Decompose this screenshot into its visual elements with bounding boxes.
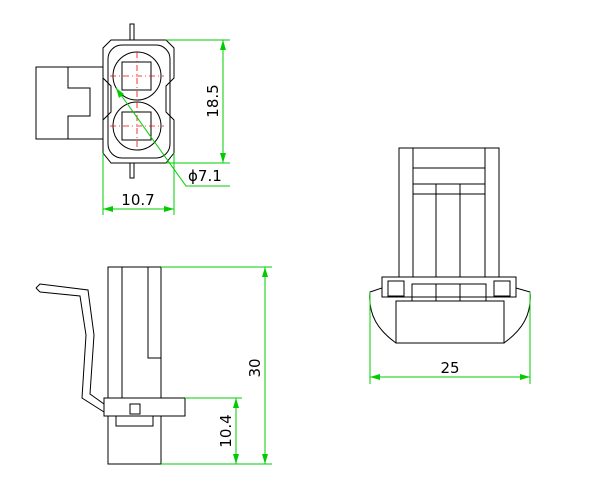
side-view: 30 10.4 xyxy=(35,266,272,465)
dim-18-5-arrow-bottom xyxy=(220,153,226,163)
dim-25-arrow-right xyxy=(520,374,530,380)
side-view-body xyxy=(107,266,162,399)
dim-top-height-label: 18.5 xyxy=(204,84,222,117)
dim-18-5-arrow-top xyxy=(220,40,226,50)
dim-front-width-label: 25 xyxy=(440,359,459,377)
dim-30-arrow-bottom xyxy=(262,454,268,464)
top-view: 18.5 10.7 ϕ7.1 xyxy=(35,23,230,215)
dim-side-lower-label: 10.4 xyxy=(217,414,235,447)
dim-diameter-arrow xyxy=(116,88,124,98)
side-view-body-step xyxy=(147,267,161,359)
side-view-latch-arm-inner xyxy=(39,291,105,413)
dim-10-7-arrow-left xyxy=(103,206,113,212)
top-view-housing xyxy=(102,39,175,164)
dim-30-arrow-top xyxy=(262,267,268,277)
top-view-pocket xyxy=(107,44,171,159)
dim-side-height-label: 30 xyxy=(246,358,264,377)
front-view-flange-lug-right xyxy=(493,280,511,297)
side-view-latch-arm-outer xyxy=(35,283,105,405)
front-view-flange xyxy=(381,276,517,298)
side-view-plug xyxy=(107,415,162,465)
side-view-plug-ridge xyxy=(115,416,154,427)
front-view-plug xyxy=(395,300,505,344)
front-view-upper-housing xyxy=(398,147,500,278)
side-view-flange-slot xyxy=(129,403,141,415)
dim-10-4-arrow-bottom xyxy=(233,454,239,464)
dim-10-7-arrow-right xyxy=(164,206,174,212)
dim-top-width-label: 10.7 xyxy=(121,191,154,209)
top-view-wire-block xyxy=(35,66,104,140)
top-view-latch-top xyxy=(129,23,135,41)
front-view-latch-bar xyxy=(412,167,486,185)
top-view-latch-bottom xyxy=(129,162,135,179)
side-view-latch-tip xyxy=(35,287,41,293)
top-view-wire-notch xyxy=(67,67,91,139)
dim-hole-diameter-label: ϕ7.1 xyxy=(188,167,222,185)
front-view-flange-window xyxy=(411,283,487,302)
dim-10-4-arrow-top xyxy=(233,398,239,408)
front-view-latch-bar-lower xyxy=(412,183,486,195)
dim-diameter-leader xyxy=(115,87,230,187)
side-view-flange xyxy=(103,397,186,417)
front-view-flange-lug-left xyxy=(387,280,405,297)
front-view: 25 xyxy=(369,147,531,384)
dim-25-arrow-left xyxy=(370,374,380,380)
